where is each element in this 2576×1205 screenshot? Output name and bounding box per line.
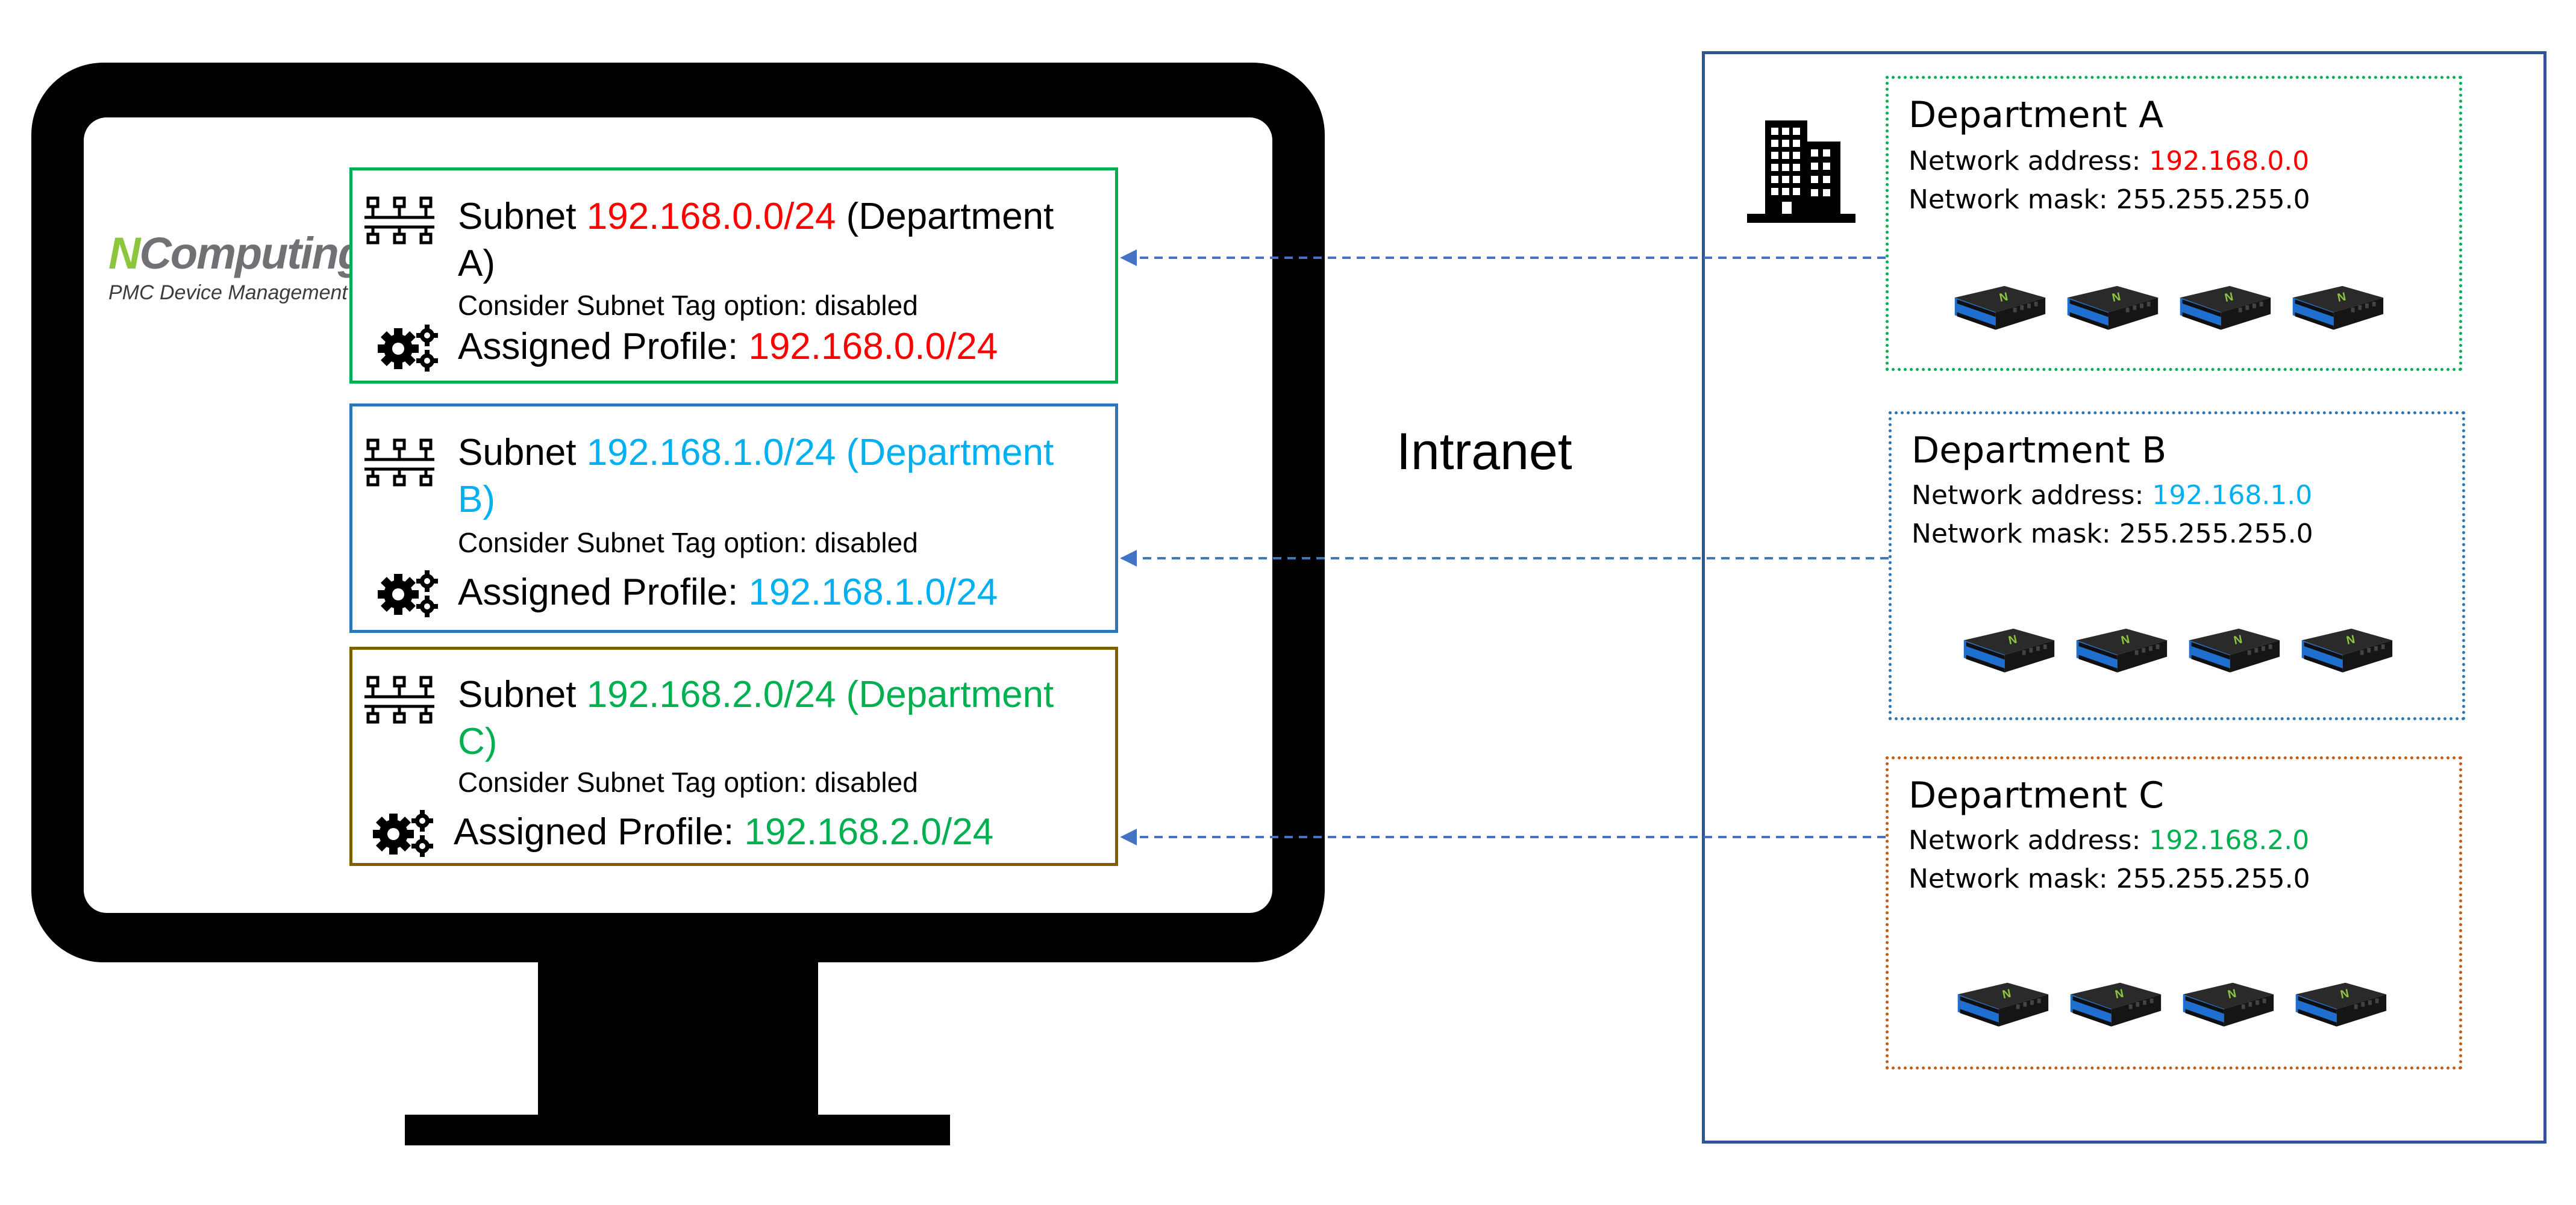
profile-value-c: 192.168.2.0/24	[744, 811, 994, 853]
network-address-a: Network address: 192.168.0.0	[1909, 146, 2310, 176]
network-address-value-c: 192.168.2.0	[2149, 825, 2310, 856]
assigned-profile-c: Assigned Profile: 192.168.2.0/24	[454, 811, 994, 853]
logo-subtitle: PMC Device Management	[108, 281, 348, 304]
subnet-value-c: 192.168.2.0/24 (Department C)	[458, 674, 1054, 762]
network-mask-value-a: 255.255.255.0	[2116, 184, 2310, 215]
network-mask-b: Network mask: 255.255.255.0	[1912, 518, 2313, 549]
logo-n: N	[108, 228, 140, 278]
department-box-c: Department C Network address: 192.168.2.…	[1886, 756, 2462, 1070]
monitor-foot	[405, 1115, 950, 1145]
subnet-title-c: Subnet 192.168.2.0/24 (Department C)	[458, 674, 1054, 762]
logo-wordmark: NComputing®	[108, 214, 372, 281]
network-mask-value-b: 255.255.255.0	[2119, 518, 2313, 549]
subnet-title-b: Subnet 192.168.1.0/24 (Department B)	[458, 432, 1054, 520]
subnet-value-b: 192.168.1.0/24 (Department B)	[458, 432, 1054, 520]
profile-value-a: 192.168.0.0/24	[748, 326, 998, 367]
network-address-value-b: 192.168.1.0	[2152, 480, 2313, 511]
department-title-c: Department C	[1909, 774, 2165, 817]
subnet-card-c: Subnet 192.168.2.0/24 (Department C) Con…	[349, 647, 1118, 866]
subnet-tag-note-a: Consider Subnet Tag option: disabled	[458, 290, 918, 321]
department-title-b: Department B	[1912, 429, 2167, 472]
subnet-card-a: Subnet 192.168.0.0/24 (Department A) Con…	[349, 167, 1118, 384]
subnet-title-a: Subnet 192.168.0.0/24 (Department A)	[458, 196, 1054, 284]
department-box-a: Department A Network address: 192.168.0.…	[1886, 76, 2462, 371]
network-mask-a: Network mask: 255.255.255.0	[1909, 184, 2310, 215]
network-mask-c: Network mask: 255.255.255.0	[1909, 864, 2310, 894]
network-address-c: Network address: 192.168.2.0	[1909, 825, 2310, 856]
department-box-b: Department B Network address: 192.168.1.…	[1889, 411, 2465, 720]
network-mask-value-c: 255.255.255.0	[2116, 864, 2310, 894]
profile-value-b: 192.168.1.0/24	[748, 571, 998, 613]
assigned-profile-a: Assigned Profile: 192.168.0.0/24	[458, 326, 998, 367]
monitor-neck	[538, 962, 818, 1115]
subnet-card-b: Subnet 192.168.1.0/24 (Department B) Con…	[349, 403, 1118, 633]
intranet-label: Intranet	[1396, 423, 1572, 481]
ncomputing-logo: NComputing® PMC Device Management	[108, 214, 372, 305]
department-title-a: Department A	[1909, 94, 2164, 136]
logo-brand-rest: Computing	[139, 228, 364, 278]
intranet-container	[1702, 51, 2546, 1144]
subnet-tag-note-b: Consider Subnet Tag option: disabled	[458, 527, 918, 558]
network-address-value-a: 192.168.0.0	[2149, 146, 2310, 176]
assigned-profile-b: Assigned Profile: 192.168.1.0/24	[458, 571, 998, 613]
subnet-tag-note-c: Consider Subnet Tag option: disabled	[458, 767, 918, 798]
subnet-value-a: 192.168.0.0/24	[586, 196, 836, 237]
network-address-b: Network address: 192.168.1.0	[1912, 480, 2313, 511]
subnet-suffix-a: (Department A)	[458, 196, 1054, 284]
